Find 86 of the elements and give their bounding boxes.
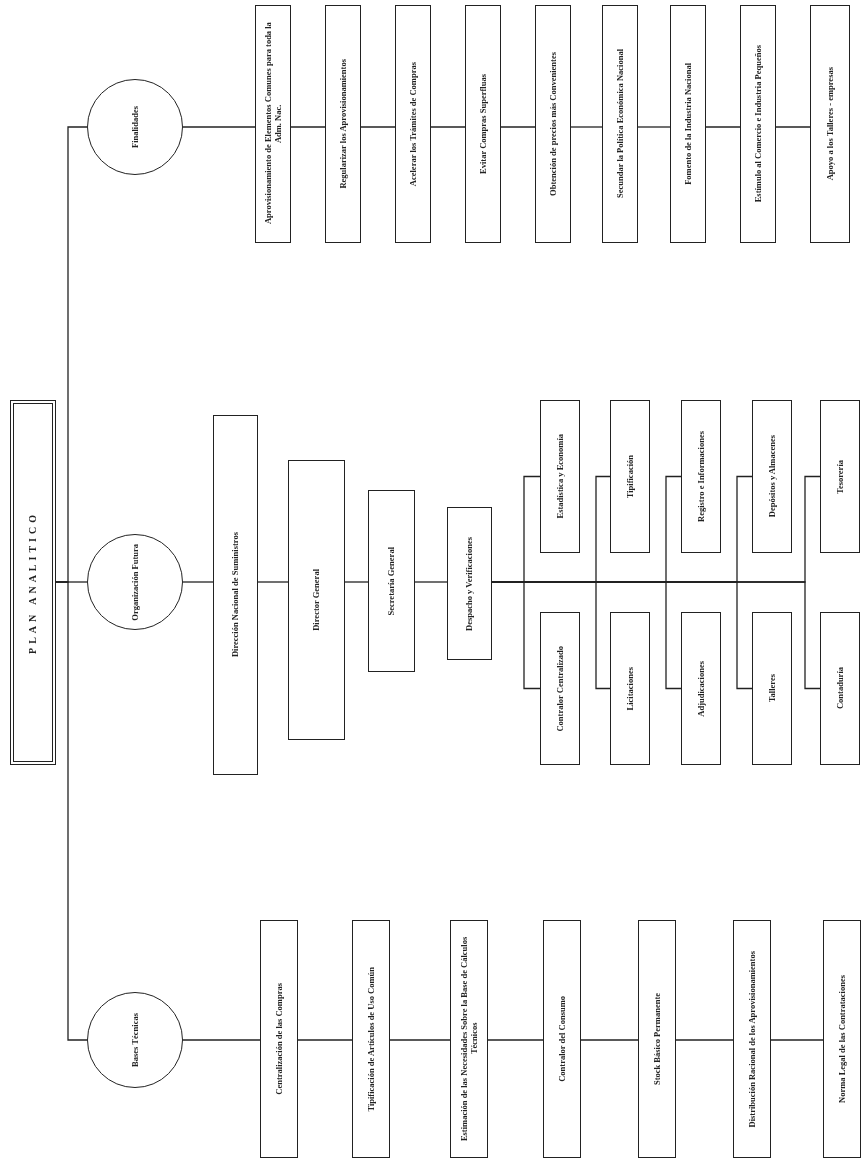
box-label: Bases Técnicas [129, 1013, 141, 1067]
process-box [602, 5, 638, 243]
connector-line [297, 1039, 353, 1041]
process-box [465, 5, 501, 243]
process-box [740, 5, 776, 243]
connector-line [182, 581, 214, 583]
process-box [450, 920, 488, 1158]
connector-line [182, 1039, 261, 1041]
connector-line [770, 1039, 824, 1041]
process-box [325, 5, 361, 243]
process-box [535, 5, 571, 243]
process-box [670, 5, 706, 243]
connector-line [775, 126, 811, 128]
box-label: Dirección Nacional de Suministros [230, 532, 241, 658]
box-label: Evitar Compras Superfluas [477, 74, 489, 174]
box-label: Secundar la Política Económica Nacional [614, 49, 626, 199]
box-label: Acelerar los Trámites de Compras [407, 61, 419, 187]
connector-line [290, 126, 326, 128]
box-label: Tesorería [834, 459, 846, 494]
process-box [823, 920, 861, 1158]
box-label: Registro e Informaciones [695, 431, 707, 522]
process-box [368, 490, 415, 672]
process-box [447, 507, 492, 660]
connector-line [389, 1039, 451, 1041]
process-box [255, 5, 291, 243]
box-label: Contralor del Consumo [556, 996, 568, 1082]
process-box [540, 612, 580, 765]
process-box [543, 920, 581, 1158]
box-label: Apoyo a los Talleres - empresas [824, 67, 836, 181]
connector-line [182, 126, 256, 128]
connector-line [705, 126, 741, 128]
box-label: Estimación de las Necesidades Sobre la Base de Cálculos Técnicos [458, 935, 480, 1144]
box-label: Adjudicaciones [695, 660, 707, 717]
process-box [752, 400, 792, 553]
connector-line [414, 581, 448, 583]
title-text: PLAN ANALITICO [27, 511, 39, 654]
connector-line [257, 581, 289, 583]
box-label: Fomento de la Industria Nacional [682, 63, 694, 185]
process-box [213, 415, 258, 775]
process-box [540, 400, 580, 553]
connector-line [570, 126, 603, 128]
process-box [820, 612, 860, 765]
connector-line [675, 1039, 734, 1041]
box-label: Centralización de las Compras [273, 983, 285, 1095]
connector-line [430, 126, 466, 128]
process-box [733, 920, 771, 1158]
process-box [638, 920, 676, 1158]
process-box [681, 400, 721, 553]
box-label: Estímulo al Comercio e Industria Pequeños [752, 45, 764, 203]
box-label: Stock Básico Permanente [651, 992, 663, 1086]
box-label: Aprovisionamiento de Elementos Comunes para toda la Adm. Nac. [262, 21, 284, 227]
box-label: Regularizar los Aprovisionamientos [337, 59, 349, 189]
box-label: Secretaría General [386, 546, 397, 616]
process-box [395, 5, 431, 243]
connector-line [344, 581, 369, 583]
connector-line [500, 126, 536, 128]
process-box [752, 612, 792, 765]
box-label: Director General [311, 569, 322, 631]
box-label: Depósitos y Almacenes [766, 435, 778, 518]
connector-line [580, 1039, 639, 1041]
box-label: Despacho y Verificaciones [464, 536, 475, 631]
process-box [681, 612, 721, 765]
process-box [260, 920, 298, 1158]
box-label: Finalidades [129, 105, 141, 148]
connector-line [360, 126, 396, 128]
box-label: Tipificación de Artículos de Uso Común [365, 966, 377, 1112]
title-box [10, 400, 56, 765]
box-label: Contaduría [834, 667, 846, 710]
box-label: Estadística y Economía [554, 434, 566, 519]
box-label: Talleres [766, 674, 778, 703]
box-label: Contralor Centralizado [554, 645, 566, 732]
box-label: Tipificación [624, 454, 636, 499]
box-label: Norma Legal de las Contrataciones [836, 975, 848, 1103]
process-box [820, 400, 860, 553]
box-label: Distribución Racional de los Aprovisionamientos [746, 950, 758, 1128]
process-box [352, 920, 390, 1158]
connector-line [487, 1039, 544, 1041]
process-box [810, 5, 850, 243]
box-label: Licitaciones [624, 666, 636, 711]
process-box [288, 460, 345, 740]
box-label: Obtención de precios más Convenientes [547, 52, 559, 196]
connector-line [637, 126, 671, 128]
process-box [610, 612, 650, 765]
connector-line [55, 581, 88, 1041]
box-label: Organización Futura [129, 543, 141, 621]
process-box [610, 400, 650, 553]
